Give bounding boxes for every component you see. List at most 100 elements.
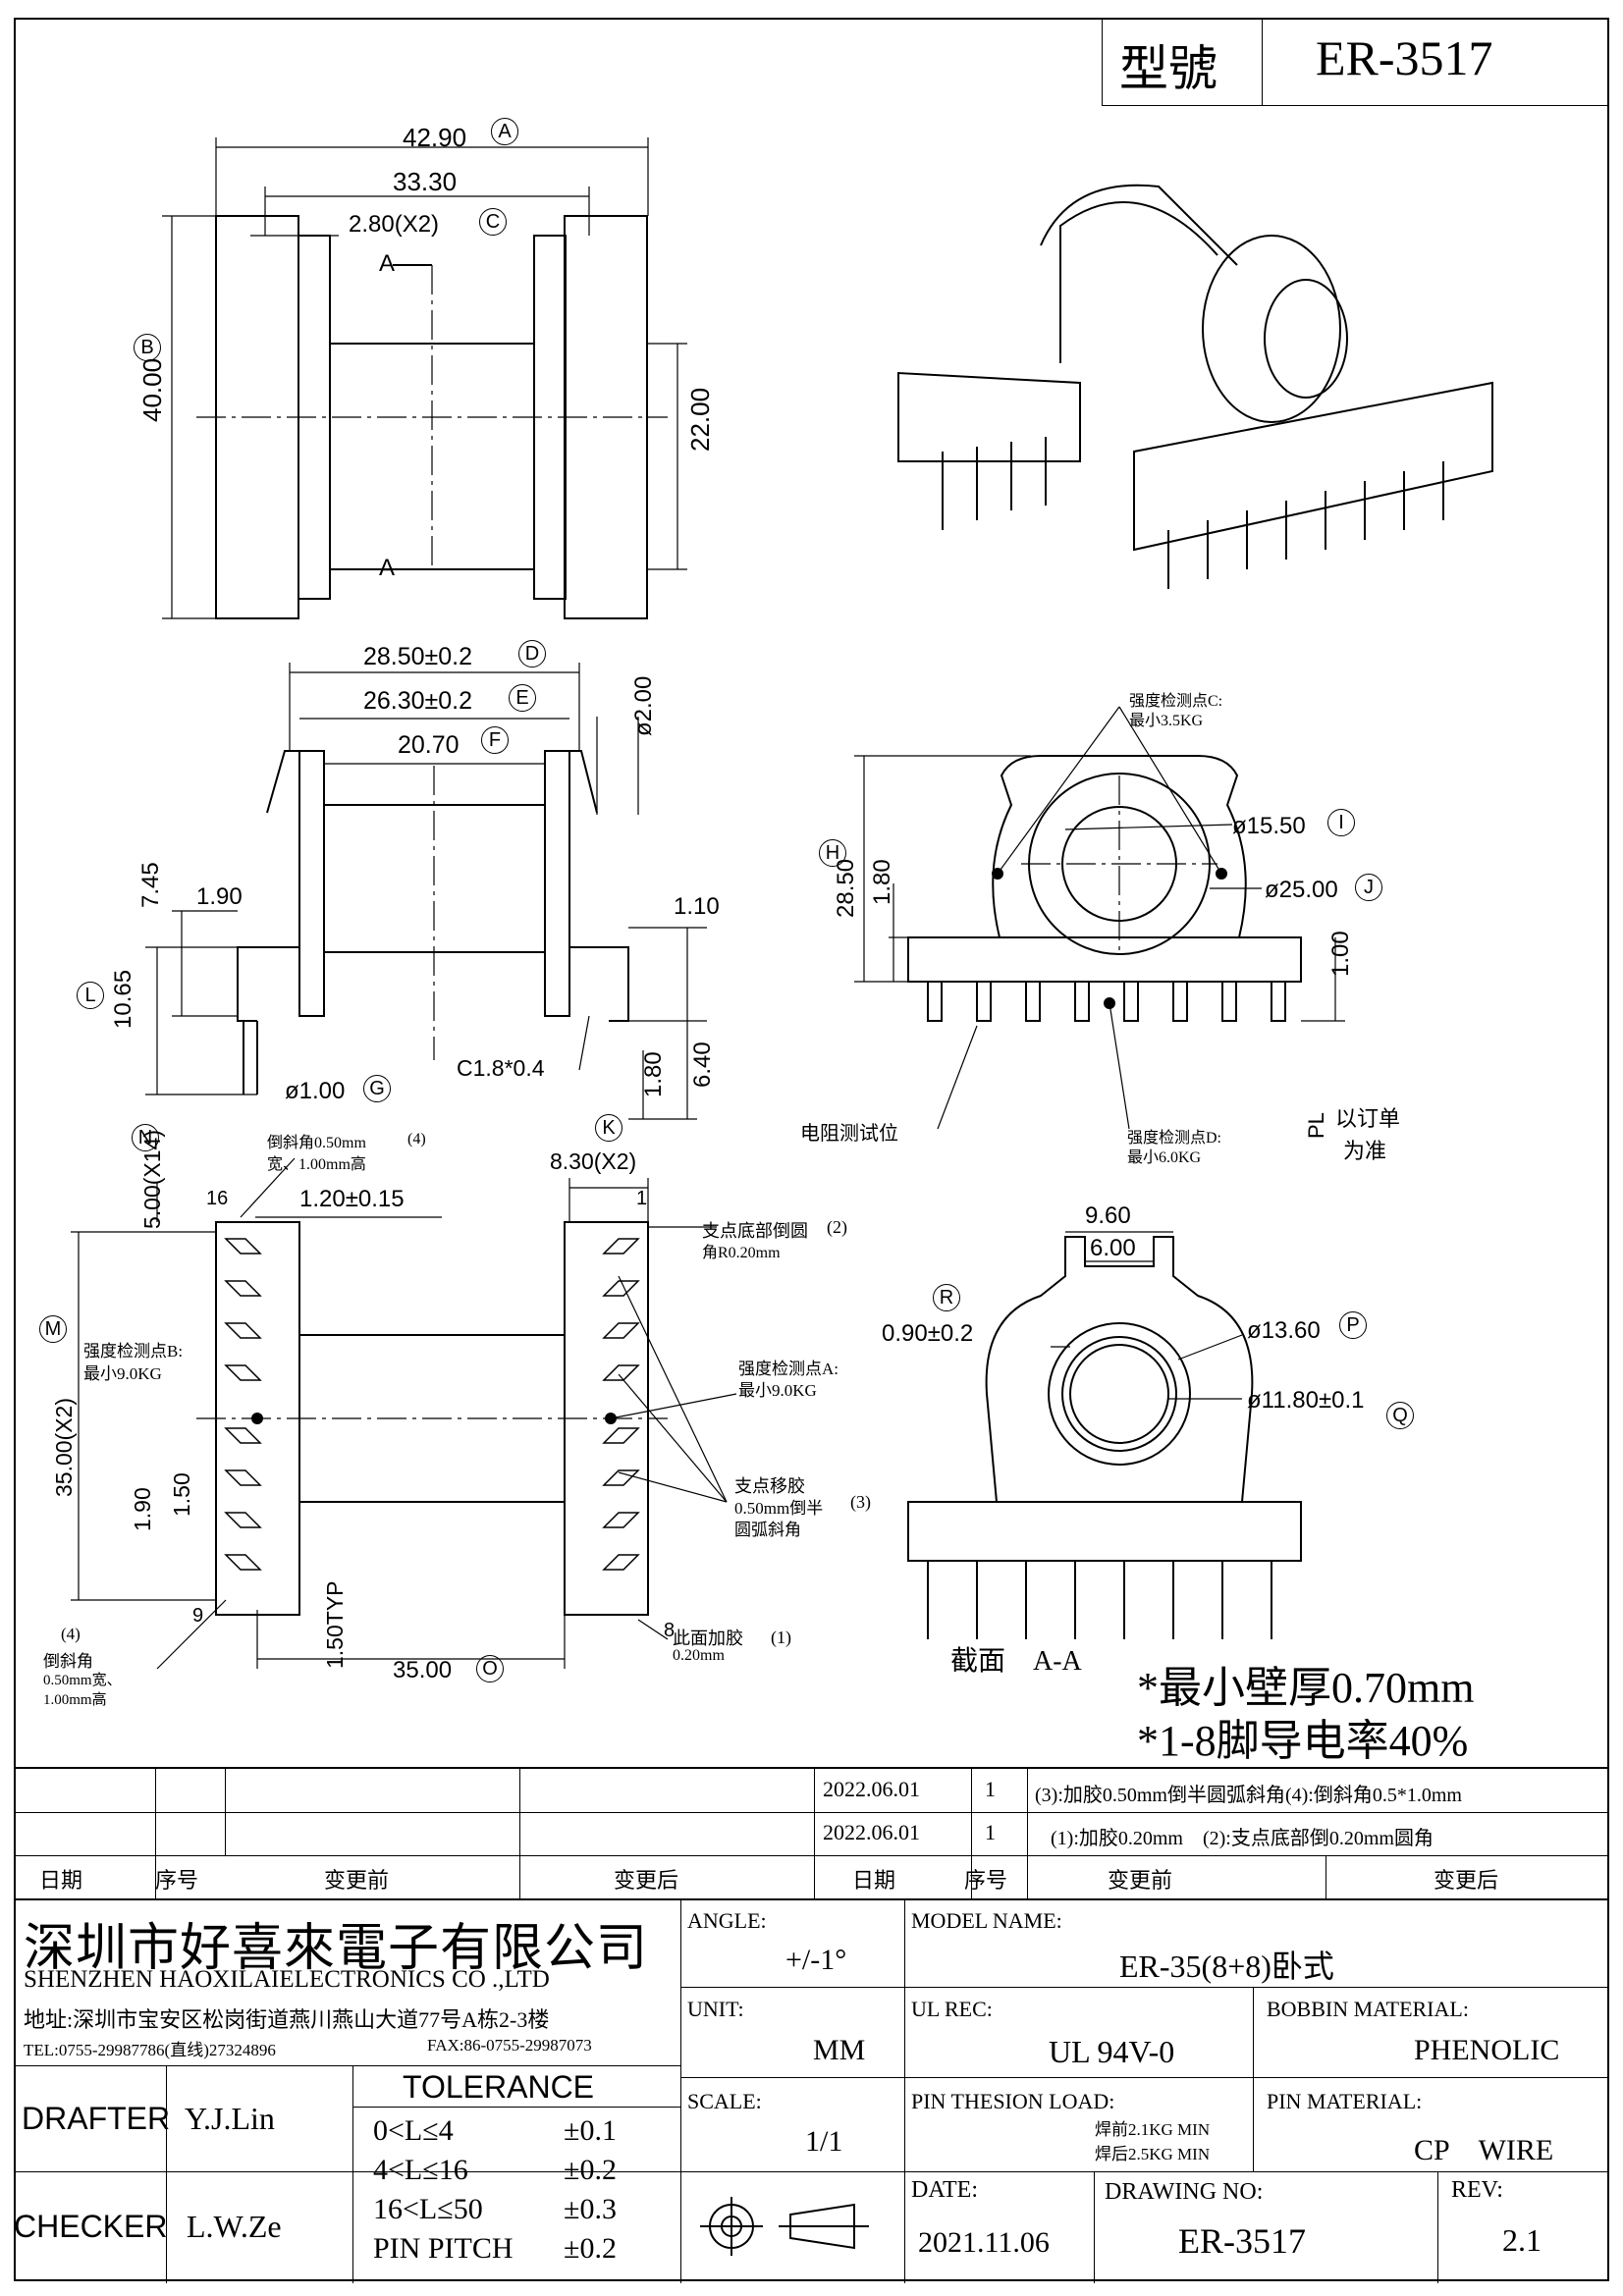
- note-c: 强度检测点C:: [1129, 693, 1223, 710]
- dim-dia2: ø2.00: [630, 675, 657, 736]
- section-caption: 截面 A-A: [950, 1646, 1082, 1677]
- company-tel: TEL:0755-29987786(直线)27324896: [24, 2041, 276, 2059]
- dim-f: 20.70: [398, 731, 460, 759]
- chamfer-note-1: 倒斜角0.50mm: [267, 1135, 366, 1151]
- pin-material-label: PIN MATERIAL:: [1267, 2089, 1423, 2113]
- company-address: 地址:深圳市宝安区松岗街道燕川燕山大道77号A栋2-3楼: [24, 2007, 550, 2032]
- model-header-value: ER-3517: [1316, 30, 1493, 85]
- tag-q: Q: [1386, 1402, 1414, 1429]
- dim-r: 0.90±0.2: [882, 1320, 974, 1347]
- drawing-no-label: DRAWING NO:: [1105, 2179, 1264, 2205]
- tag-g: G: [363, 1075, 391, 1102]
- rev-header-date-2: 日期: [852, 1868, 896, 1893]
- tol-range-2: 4<L≤16: [373, 2154, 468, 2186]
- angle-value: +/-1°: [785, 1944, 847, 1976]
- resistance-test-note: 电阻测试位: [800, 1123, 898, 1145]
- tag-o: O: [476, 1655, 504, 1682]
- dim-d: 28.50±0.2: [363, 643, 473, 670]
- left-note-2: 0.50mm宽、: [43, 1673, 122, 1688]
- pin-load-after: 焊后2.5KG MIN: [1095, 2145, 1211, 2163]
- chamfer-note: C1.8*0.4: [457, 1055, 545, 1081]
- pin-1: 1: [636, 1188, 648, 1209]
- dim-100-front: 1.00: [1327, 931, 1354, 977]
- dim-p: ø13.60: [1247, 1317, 1321, 1344]
- note-1-line2: 0.20mm: [673, 1647, 725, 1664]
- dim-33: 33.30: [393, 167, 458, 196]
- dim-j: ø25.00: [1265, 877, 1338, 903]
- dim-22: 22.00: [685, 387, 715, 452]
- left-note-3: 1.00mm高: [43, 1692, 107, 1708]
- rev-header-before-2: 变更前: [1108, 1868, 1173, 1893]
- dim-e: 26.30±0.2: [363, 687, 473, 715]
- projection-symbol-icon: [700, 2197, 869, 2256]
- engineering-drawing: [71, 137, 1493, 1670]
- bobbin-value: PHENOLIC: [1414, 2034, 1560, 2066]
- bobbin-label: BOBBIN MATERIAL:: [1267, 1997, 1469, 2021]
- scale-label: SCALE:: [687, 2089, 762, 2113]
- note-3-line1: 支点移胶: [734, 1476, 805, 1496]
- pin-9: 9: [192, 1605, 204, 1627]
- dim-120: 1.20±0.15: [299, 1186, 405, 1212]
- model-header-label: 型號: [1119, 41, 1217, 96]
- dim-a: 42.90: [403, 123, 467, 152]
- chamfer-note-num: (4): [407, 1131, 426, 1148]
- rev-header-after: 变更后: [614, 1868, 679, 1893]
- note-d: 强度检测点D:: [1127, 1130, 1222, 1147]
- note-wall-thickness: *最小壁厚0.70mm: [1137, 1664, 1475, 1712]
- tol-range-3: 16<L≤50: [373, 2193, 483, 2225]
- dim-i: ø15.50: [1232, 813, 1306, 839]
- pin-16: 16: [206, 1188, 229, 1209]
- dim-g: ø1.00: [285, 1078, 346, 1104]
- tag-n: N: [132, 1124, 159, 1151]
- dim-b: 40.00: [137, 357, 167, 422]
- dim-190-side: 1.90: [196, 883, 243, 910]
- model-name-value: ER-35(8+8)卧式: [1119, 1949, 1334, 1984]
- company-fax: FAX:86-0755-29987073: [427, 2036, 592, 2055]
- checker-value: L.W.Ze: [187, 2209, 282, 2244]
- revision-date-2: 2022.06.01: [823, 1820, 920, 1844]
- dim-k: 8.30(X2): [550, 1148, 637, 1174]
- model-header-divider: [1262, 18, 1263, 106]
- revision-seq-2: 1: [985, 1820, 996, 1844]
- ul-label: UL REC:: [911, 1997, 993, 2021]
- revision-desc-1: (3):加胶0.50mm倒半圆弧斜角(4):倒斜角0.5*1.0mm: [1035, 1785, 1462, 1806]
- angle-label: ANGLE:: [687, 1908, 767, 1933]
- rev-header-after-2: 变更后: [1434, 1868, 1499, 1893]
- section-label-top: A: [379, 250, 396, 277]
- dim-150typ: 1.50TYP: [322, 1580, 348, 1670]
- front-view: [854, 706, 1345, 1130]
- dim-o: 35.00: [393, 1657, 453, 1683]
- scale-value: 1/1: [805, 2125, 843, 2158]
- note-conductivity: *1-8脚导电率40%: [1137, 1717, 1469, 1765]
- tag-l: L: [77, 982, 104, 1009]
- rev-value: 2.1: [1502, 2222, 1542, 2258]
- tol-range-1: 0<L≤4: [373, 2114, 454, 2147]
- drafter-value: Y.J.Lin: [185, 2101, 275, 2136]
- bottom-view: [71, 1157, 737, 1670]
- rev-header-date: 日期: [39, 1868, 83, 1893]
- revision-date-1: 2022.06.01: [823, 1777, 920, 1801]
- revision-desc-2: (1):加胶0.20mm (2):支点底部倒0.20mm圆角: [1051, 1828, 1434, 1849]
- tol-value-3: ±0.3: [564, 2193, 617, 2225]
- revision-table: [14, 1767, 1609, 1900]
- tag-h: H: [819, 839, 846, 867]
- tag-j: J: [1355, 874, 1382, 901]
- dim-190-bottom: 1.90: [130, 1487, 155, 1531]
- note-a: 强度检测点A:: [738, 1360, 839, 1378]
- date-value: 2021.11.06: [918, 2226, 1050, 2259]
- model-header: [1102, 18, 1609, 106]
- dim-600: 6.00: [1090, 1235, 1136, 1261]
- pin-load-before: 焊前2.1KG MIN: [1095, 2120, 1211, 2139]
- note-b-min: 最小9.0KG: [83, 1364, 162, 1383]
- chamfer-note-2: 宽、1.00mm高: [267, 1156, 366, 1173]
- pl-label: PL: [1304, 1112, 1328, 1139]
- dim-745: 7.45: [137, 862, 164, 908]
- company-name-cn: 深圳市好喜來電子有限公司: [24, 1921, 649, 1977]
- tag-c: C: [479, 208, 507, 236]
- tag-d: D: [518, 640, 546, 667]
- tag-f: F: [481, 726, 509, 754]
- dim-l: 10.65: [110, 969, 136, 1029]
- isometric-view: [897, 184, 1493, 589]
- tag-k: K: [595, 1114, 622, 1142]
- tag-a: A: [491, 118, 518, 145]
